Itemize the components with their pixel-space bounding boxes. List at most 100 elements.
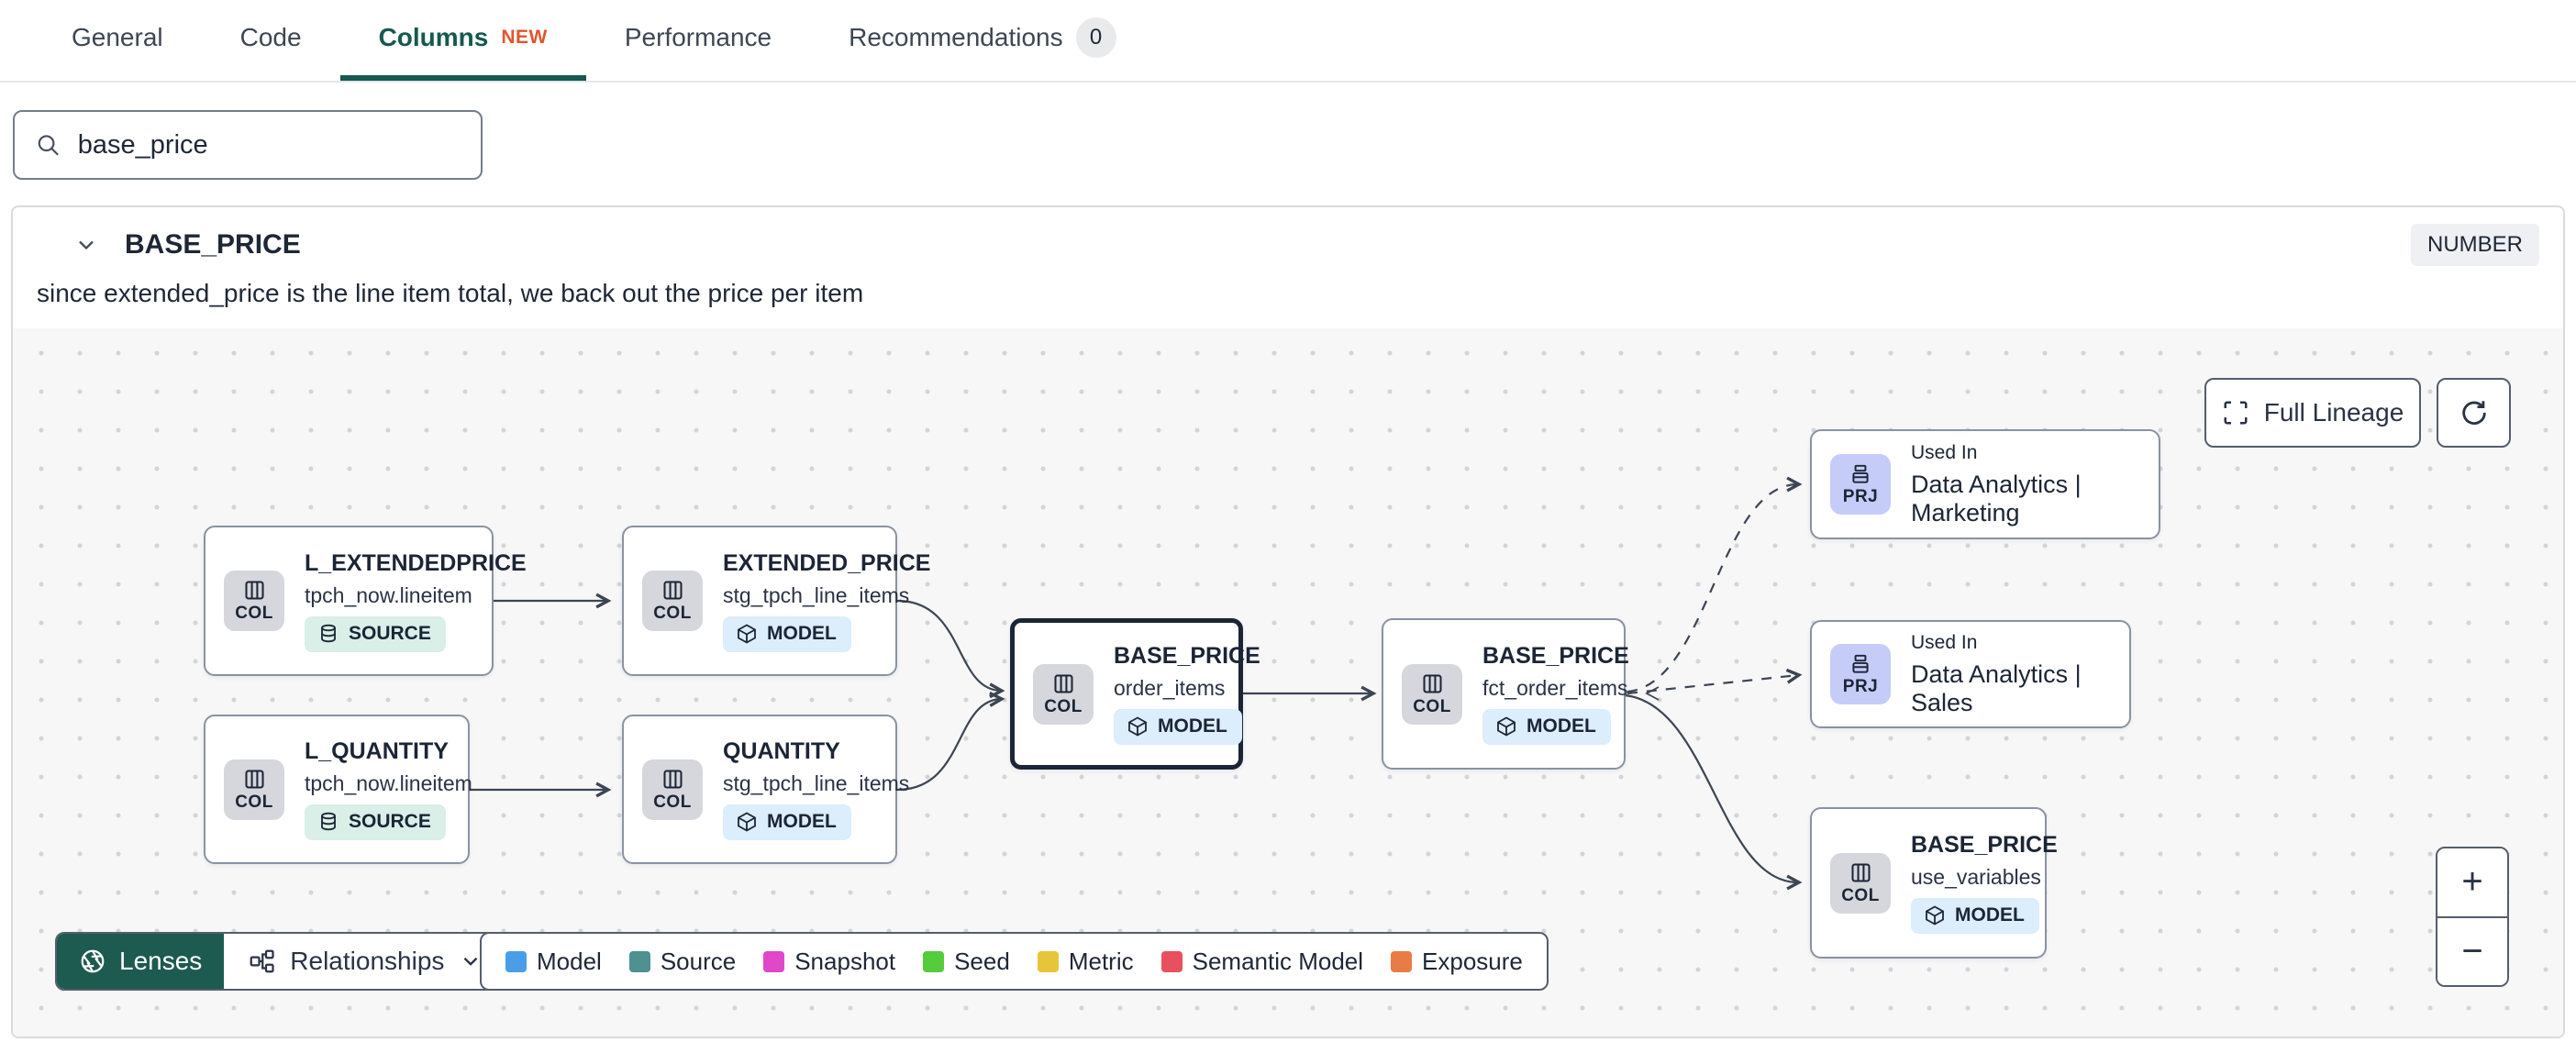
zoom-in-button[interactable]: +	[2437, 848, 2507, 918]
relationships-icon	[250, 949, 274, 973]
legend-item-metric: Metric	[1037, 948, 1134, 976]
exposure-swatch	[1391, 950, 1413, 972]
project-icon-badge: PRJ	[1830, 454, 1891, 515]
columns-icon	[662, 769, 683, 789]
node-subtitle: fct_order_items	[1482, 676, 1628, 700]
column-icon-badge: COL	[224, 759, 284, 820]
tab-bar: General Code Columns NEW Performance Rec…	[0, 0, 2576, 83]
columns-icon	[1422, 673, 1442, 693]
node-subtitle: use_variables	[1911, 865, 2041, 889]
tab-recommendations[interactable]: Recommendations 0	[810, 0, 1154, 81]
column-type-badge: NUMBER	[2410, 224, 2539, 266]
database-icon	[321, 624, 336, 642]
source-swatch	[628, 950, 650, 972]
model-swatch	[505, 950, 527, 972]
search-input[interactable]	[77, 129, 461, 161]
legend-item-model: Model	[505, 948, 602, 976]
lineage-node-l-quantity[interactable]: COL L_QUANTITY tpch_now.lineitem SOURCE	[204, 715, 472, 864]
search-row	[0, 83, 2576, 205]
metric-swatch	[1037, 950, 1059, 972]
chevron-down-icon	[464, 957, 478, 966]
tab-general[interactable]: General	[33, 0, 202, 81]
lineage-node-extended-price[interactable]: COL EXTENDED_PRICE stg_tpch_line_items M…	[622, 526, 930, 676]
column-icon-badge: COL	[224, 571, 284, 631]
model-badge: MODEL	[723, 804, 851, 840]
source-badge: SOURCE	[305, 615, 446, 652]
used-in-label: Used In	[1911, 631, 1978, 653]
cube-icon	[738, 623, 756, 644]
columns-icon	[1850, 862, 1871, 882]
column-icon-badge: COL	[1830, 852, 1891, 914]
tab-performance[interactable]: Performance	[586, 0, 810, 81]
relationships-dropdown[interactable]: Relationships	[224, 934, 507, 989]
lineage-node-quantity[interactable]: COL QUANTITY stg_tpch_line_items MODEL	[622, 715, 909, 864]
column-description: since extended_price is the line item to…	[37, 279, 864, 307]
columns-icon	[1053, 673, 1073, 693]
zoom-control: + −	[2436, 847, 2509, 987]
model-badge: MODEL	[1482, 709, 1611, 745]
column-card: BASE_PRICE NUMBER since extended_price i…	[11, 205, 2565, 1038]
model-badge: MODEL	[1114, 709, 1242, 745]
full-lineage-button[interactable]: Full Lineage	[2204, 378, 2421, 448]
legend-item-exposure: Exposure	[1391, 948, 1523, 976]
legend-item-snapshot: Snapshot	[763, 948, 895, 976]
lineage-node-base-price-fct-order-items[interactable]: COL BASE_PRICE fct_order_items MODEL	[1382, 618, 1629, 770]
zoom-out-button[interactable]: −	[2437, 917, 2507, 985]
seed-swatch	[923, 950, 945, 972]
lineage-node-base-price-use-variables[interactable]: COL BASE_PRICE use_variables MODEL	[1810, 807, 2058, 959]
node-subtitle: stg_tpch_line_items	[723, 771, 910, 795]
column-header: BASE_PRICE NUMBER	[13, 207, 2563, 266]
tab-label: Code	[239, 23, 302, 51]
tab-columns[interactable]: Columns NEW	[339, 0, 586, 81]
node-title: Data Analytics | Sales	[1911, 660, 2082, 716]
lineage-node-used-in-marketing[interactable]: PRJ Used In Data Analytics | Marketing	[1810, 429, 2160, 539]
lineage-canvas[interactable]: COL L_EXTENDEDPRICE tpch_now.lineitem SO…	[13, 328, 2563, 1036]
node-subtitle: tpch_now.lineitem	[305, 582, 472, 607]
aperture-icon	[81, 949, 105, 973]
collapse-chevron-icon[interactable]	[73, 232, 99, 258]
node-subtitle: order_items	[1114, 676, 1226, 700]
legend-item-source: Source	[628, 948, 736, 976]
columns-icon	[662, 581, 683, 600]
tab-code[interactable]: Code	[202, 0, 340, 81]
expand-icon	[2224, 401, 2248, 425]
refresh-button[interactable]	[2437, 378, 2511, 448]
project-icon-badge: PRJ	[1830, 644, 1891, 704]
tab-label: General	[72, 23, 163, 51]
source-badge: SOURCE	[305, 804, 446, 840]
model-badge: MODEL	[723, 615, 851, 652]
project-icon	[1852, 654, 1869, 673]
semantic-model-swatch	[1160, 950, 1183, 972]
legend-item-seed: Seed	[923, 948, 1010, 976]
refresh-icon	[2461, 401, 2486, 425]
legend-item-semantic-model: Semantic Model	[1160, 948, 1363, 976]
node-title: Data Analytics | Marketing	[1911, 470, 2082, 526]
cube-icon	[1926, 905, 1944, 926]
recommendations-count-badge: 0	[1075, 17, 1116, 58]
columns-icon	[244, 581, 264, 600]
new-badge: NEW	[501, 27, 548, 48]
lineage-node-base-price-order-items[interactable]: COL BASE_PRICE order_items MODEL	[1010, 618, 1260, 770]
lineage-node-l-extendedprice[interactable]: COL L_EXTENDEDPRICE tpch_now.lineitem SO…	[204, 526, 527, 676]
lenses-button[interactable]: Lenses	[57, 934, 225, 989]
node-title: EXTENDED_PRICE	[723, 549, 931, 576]
node-title: L_QUANTITY	[305, 738, 449, 764]
tab-label: Columns	[378, 23, 489, 51]
cube-icon	[738, 812, 756, 832]
column-icon-badge: COL	[642, 759, 703, 820]
node-title: L_EXTENDEDPRICE	[305, 549, 527, 576]
snapshot-swatch	[763, 950, 785, 972]
column-title: BASE_PRICE	[125, 229, 301, 260]
lens-toolbar: Lenses Relationships	[55, 932, 509, 991]
column-icon-badge: COL	[642, 571, 703, 631]
node-title: BASE_PRICE	[1114, 643, 1260, 669]
column-icon-badge: COL	[1402, 663, 1462, 725]
cube-icon	[1128, 716, 1147, 737]
search-box[interactable]	[13, 110, 483, 180]
tab-label: Performance	[624, 23, 772, 51]
project-icon	[1852, 464, 1869, 483]
cube-icon	[1497, 716, 1516, 737]
lineage-node-used-in-sales[interactable]: PRJ Used In Data Analytics | Sales	[1810, 620, 2131, 728]
model-badge: MODEL	[1911, 898, 2039, 934]
node-title: BASE_PRICE	[1482, 643, 1629, 669]
